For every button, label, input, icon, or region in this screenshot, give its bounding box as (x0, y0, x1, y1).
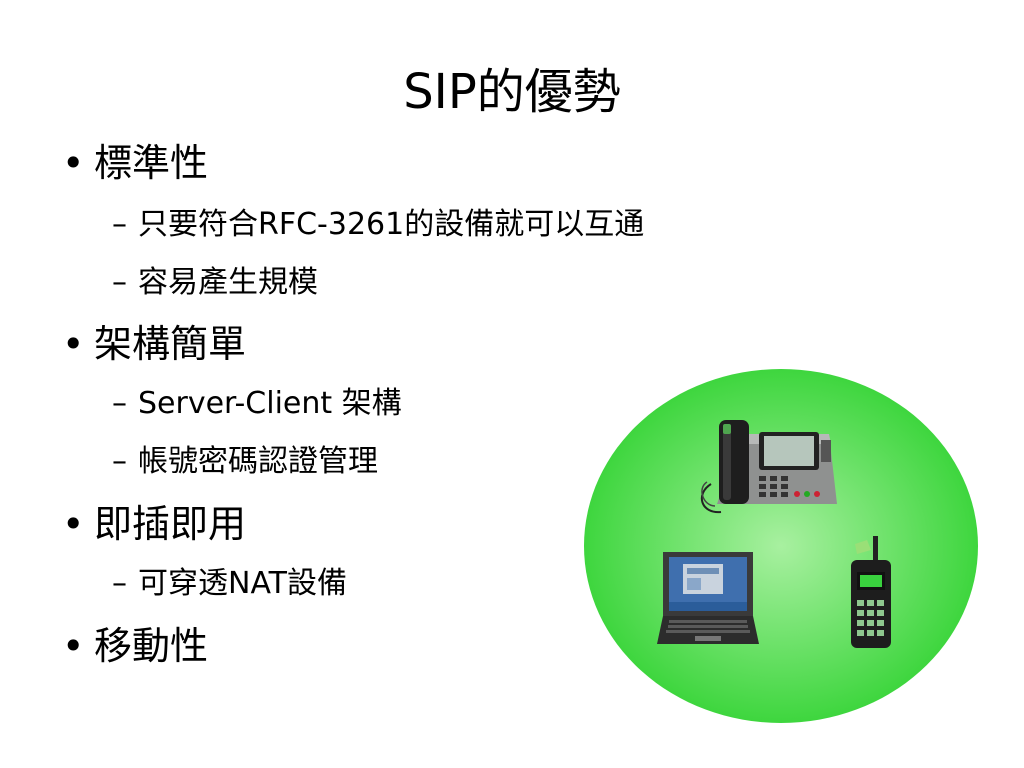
green-circle (584, 369, 978, 723)
bullet-dot: • (62, 502, 85, 546)
ip-desk-phone-icon (700, 420, 837, 514)
sub-bullet-rfc: –只要符合RFC-3261的設備就可以互通 (112, 205, 644, 245)
sub-bullet-text: 只要符合RFC-3261的設備就可以互通 (138, 207, 645, 242)
sub-bullet-dash: – (112, 566, 127, 601)
slide-title: SIP的優勢 (403, 64, 621, 120)
bullet-simple-architecture: •架構簡單 (62, 320, 246, 368)
sub-bullet-text: Server-Client 架構 (138, 386, 402, 421)
sub-bullet-nat: –可穿透NAT設備 (112, 564, 347, 604)
sub-bullet-server-client: –Server-Client 架構 (112, 384, 402, 424)
sub-bullet-text: 可穿透NAT設備 (138, 566, 347, 601)
sub-bullet-dash: – (112, 386, 127, 421)
bullet-dot: • (62, 624, 85, 668)
bullet-text: 架構簡單 (94, 322, 247, 366)
sub-bullet-text: 容易產生規模 (138, 265, 318, 300)
bullet-standardization: •標準性 (62, 139, 208, 187)
mobile-phone-icon (851, 536, 891, 648)
sub-bullet-dash: – (112, 444, 127, 479)
sub-bullet-text: 帳號密碼認證管理 (138, 444, 378, 479)
sub-bullet-dash: – (112, 265, 127, 300)
devices-graphic (584, 369, 978, 723)
bullet-text: 即插即用 (94, 502, 247, 546)
bullet-dot: • (62, 322, 85, 366)
bullet-text: 移動性 (94, 624, 209, 668)
sub-bullet-scale: –容易產生規模 (112, 263, 318, 303)
sub-bullet-auth: –帳號密碼認證管理 (112, 442, 378, 482)
laptop-icon (657, 552, 759, 644)
bullet-text: 標準性 (94, 141, 209, 185)
bullet-dot: • (62, 141, 85, 185)
sub-bullet-dash: – (112, 207, 127, 242)
bullet-plug-and-play: •即插即用 (62, 500, 246, 548)
bullet-mobility: •移動性 (62, 622, 208, 670)
